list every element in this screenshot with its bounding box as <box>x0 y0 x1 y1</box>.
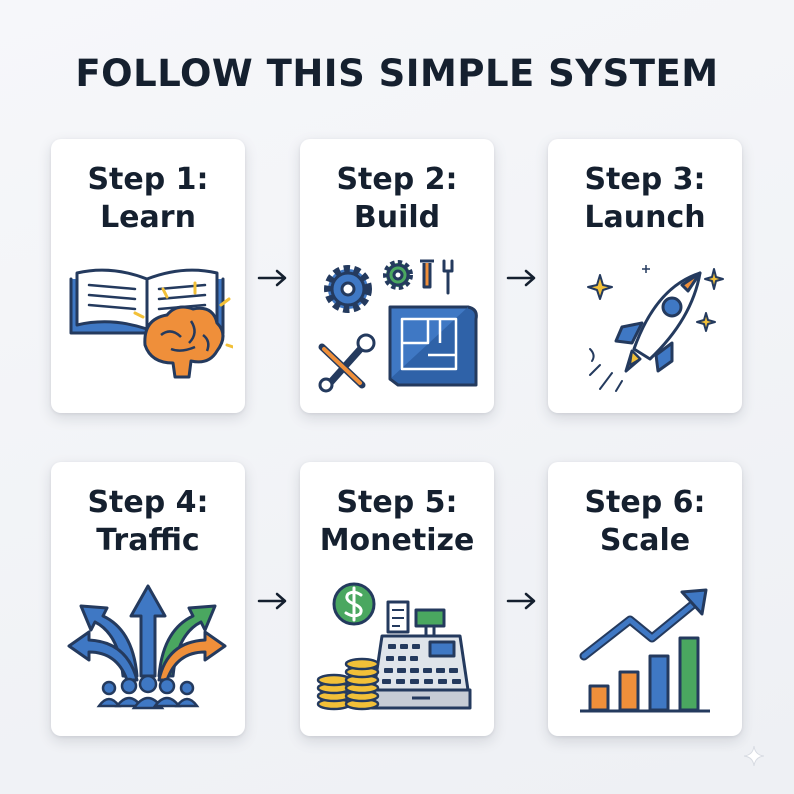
page-title: FOLLOW THIS SIMPLE SYSTEM <box>75 52 719 95</box>
gears-tools-blueprint-icon <box>318 259 478 393</box>
book-brain-icon <box>69 268 233 379</box>
step-card-6: Step 6: Scale <box>548 462 742 736</box>
step-label: Step 1: Learn <box>87 162 209 235</box>
step-label: Step 2: Build <box>336 162 458 235</box>
rocket-icon <box>587 265 724 392</box>
sparkle-icon <box>743 745 765 767</box>
arrow-right-icon <box>257 269 287 287</box>
arrow-right-icon <box>257 592 287 610</box>
arrow-right-icon <box>506 269 536 287</box>
step-card-2: Step 2: Build <box>300 139 494 413</box>
step-card-1: Step 1: Learn <box>51 139 245 413</box>
arrows-audience-icon <box>67 584 227 710</box>
step-card-5: Step 5: Monetize <box>300 462 494 736</box>
step-card-4: Step 4: Traffic <box>51 462 245 736</box>
coins-register-icon <box>316 582 472 711</box>
step-label: Step 4: Traffic <box>87 485 209 558</box>
step-label: Step 6: Scale <box>584 485 706 558</box>
step-label: Step 5: Monetize <box>319 485 475 558</box>
step-label: Step 3: Launch <box>584 162 706 235</box>
growth-chart-icon <box>579 588 710 713</box>
arrow-right-icon <box>506 592 536 610</box>
step-card-3: Step 3: Launch <box>548 139 742 413</box>
